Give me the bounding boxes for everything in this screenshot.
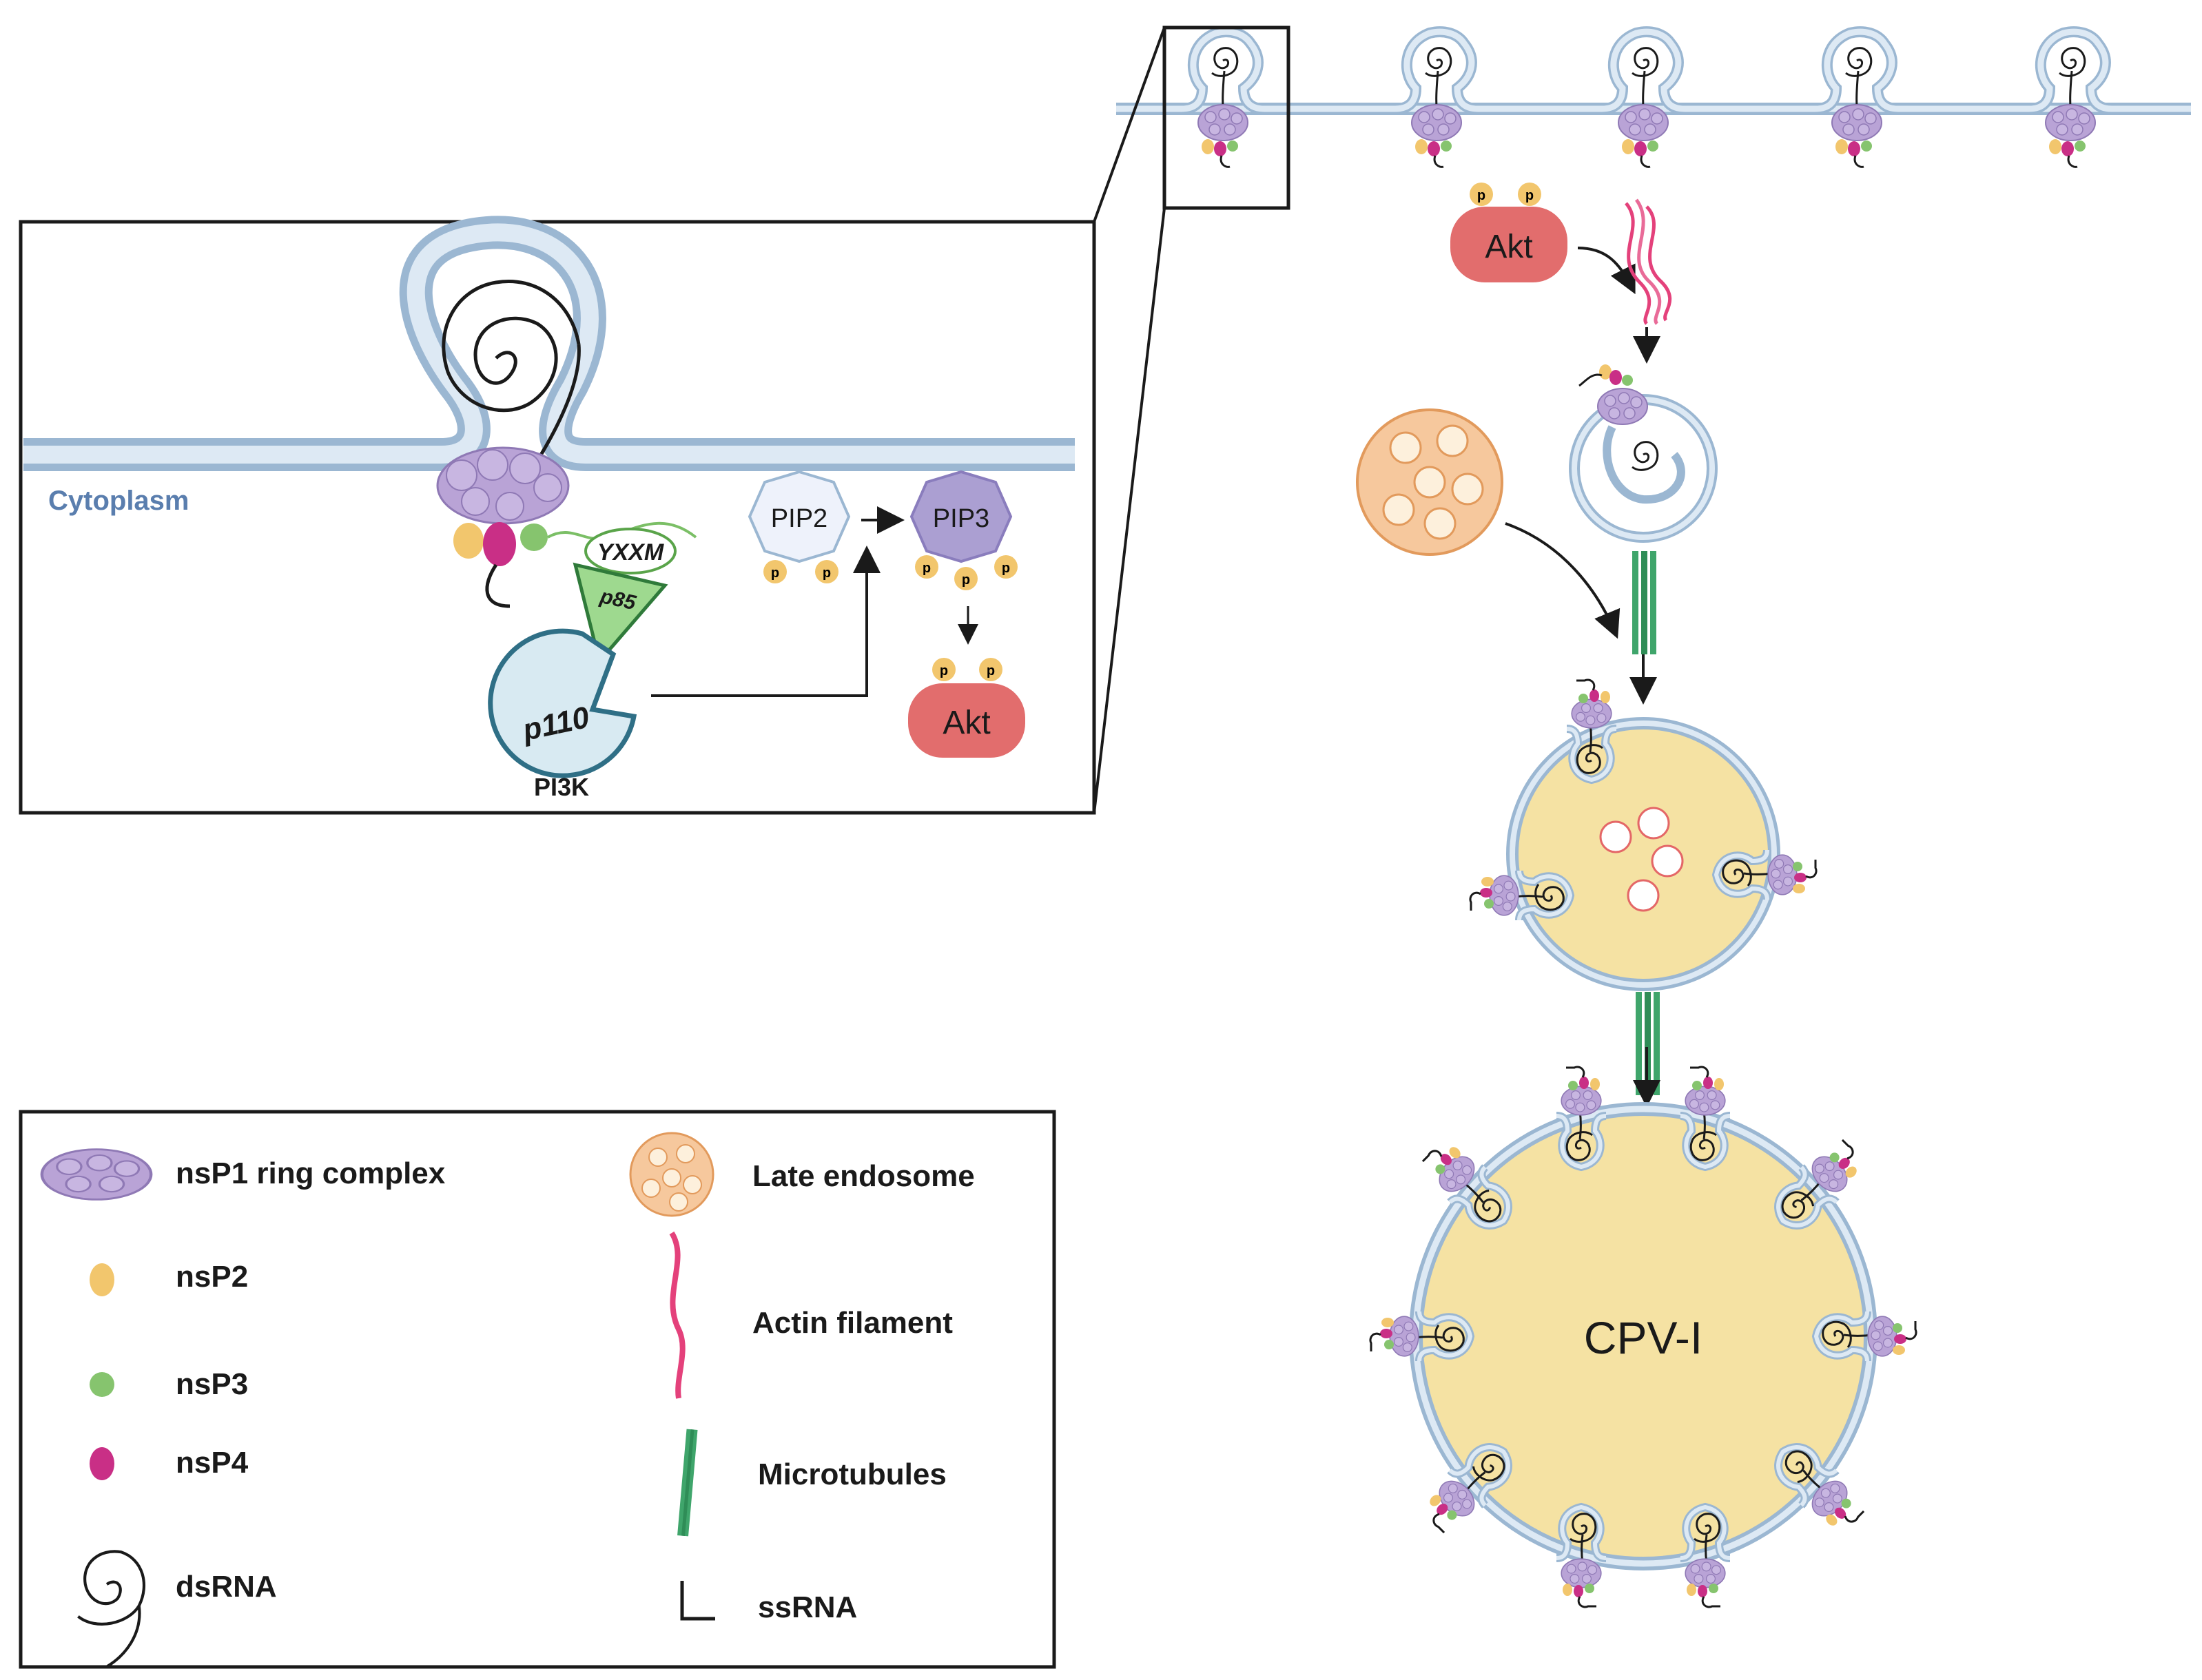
zoom-line-bottom [1093,207,1166,813]
cpv-i-label: CPV-I [1584,1312,1702,1363]
legend-box [19,1110,1056,1669]
internalized-vesicle [1569,364,1718,543]
p85-subunit: p85 [573,562,668,665]
zoom-line-top [1093,27,1166,222]
late-endosome-icon [629,1132,714,1217]
pathway-akt: p p Akt [1450,183,1567,282]
dsrna-icon [77,1550,145,1668]
nsp4-icon [90,1447,114,1480]
pi3k-label: PI3K [534,773,589,801]
spherule-top-3 [1602,32,1685,167]
late-endosome [1356,408,1503,556]
nsp2-icon [90,1263,114,1296]
zoom-box [1162,25,1290,210]
pi3k-arrow [651,546,881,697]
yxxm-motif: YXXM [584,528,677,574]
pathway-akt-label: Akt [1485,229,1532,265]
legend-item-ssrna: ssRNA [680,1581,857,1624]
yxxm-label: YXXM [597,539,664,566]
actin-filament-icon [669,1231,686,1399]
pip3-phospho-group: p p p [915,555,1018,590]
legend-label-nsp1: nsP1 ring complex [176,1157,446,1190]
inset-nsp1-ring-complex [436,446,570,525]
nsp1-ring-complex-icon [42,1150,151,1200]
legend-item-nsp4: nsP4 [90,1446,249,1480]
phospho-label: p [1477,188,1485,203]
phospho-label: p [987,663,995,678]
inset-nsp3 [520,523,548,551]
spherule-top-2 [1395,32,1478,167]
pip3-label: PIP3 [933,504,989,533]
phospho-label: p [1002,561,1010,576]
phospho-label: p [1525,188,1534,203]
pip2-label: PIP2 [771,504,827,533]
legend-item-late-endosome: Late endosome [629,1132,975,1217]
legend-label-dsrna: dsRNA [176,1570,277,1604]
legend-item-microtubules: Microtubules [677,1429,947,1537]
legend-label-ssrna: ssRNA [758,1590,857,1624]
inset-membrane [23,216,1075,471]
legend-item-nsp1: nsP1 ring complex [42,1150,446,1200]
inset-ssrna [485,563,511,608]
inset-akt: p p Akt [908,658,1025,758]
inset-nsp2 [453,523,484,559]
legend-label-late-endosome: Late endosome [752,1159,975,1193]
actin-filament-group [1625,198,1671,325]
legend-item-actin: Actin filament [669,1231,953,1399]
spherule-top-1 [1182,32,1264,167]
legend-label-microtubules: Microtubules [758,1458,947,1491]
legend-item-dsrna: dsRNA [77,1550,277,1668]
akt-to-actin-arrow [1577,247,1636,295]
fused-vesicle [1470,680,1816,991]
phospho-label: p [771,566,779,581]
legend-label-nsp4: nsP4 [176,1446,249,1480]
legend-label-actin: Actin filament [752,1306,953,1340]
phospho-label: p [823,566,831,581]
spherule-top-4 [1815,32,1898,167]
cytoplasm-label: Cytoplasm [48,486,189,516]
pip2: PIP2 [748,470,851,563]
phospho-label: p [923,561,931,576]
ssrna-icon [680,1581,715,1621]
spherule-top-5 [2029,32,2112,167]
microtubule-1 [1632,551,1656,654]
legend-label-nsp3: nsP3 [176,1367,248,1401]
microtubule-icon [677,1429,698,1537]
phospho-label: p [940,663,948,678]
legend-item-nsp2: nsP2 [90,1260,248,1296]
pip3: PIP3 [909,470,1013,563]
legend-label-nsp2: nsP2 [176,1260,248,1294]
phospho-label: p [962,572,970,588]
inset-akt-label: Akt [943,705,990,741]
legend-item-nsp3: nsP3 [90,1367,248,1401]
inset-nsp4 [483,522,516,566]
p110-subunit: p110 [488,628,637,778]
pip2-phospho-group: p p [763,560,838,583]
nsp3-icon [90,1372,114,1397]
endosome-fusion-arrow [1505,522,1620,639]
cpv-i-vesicle: CPV-I [1370,1067,1916,1607]
